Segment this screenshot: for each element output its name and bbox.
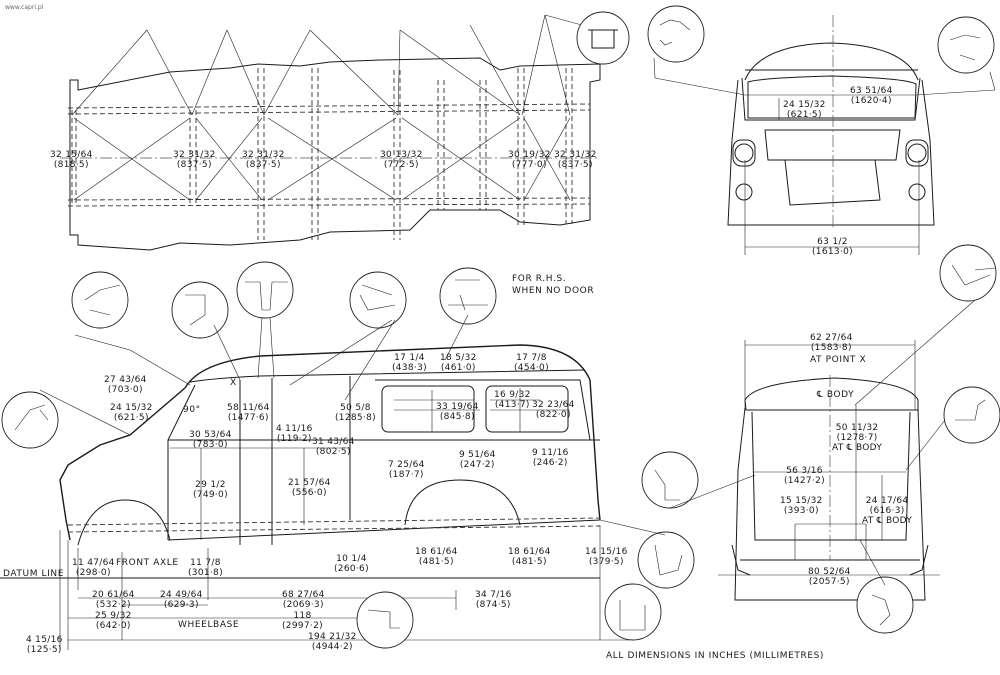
front-width-top: 63 51/64(1620·4) — [850, 86, 893, 106]
side-win2-sub-w: 16 9/32(413·7) — [494, 390, 531, 410]
side-win2-span: 32 23/64(822·0) — [532, 400, 575, 420]
side-view — [0, 261, 695, 650]
side-win1-sub: 9 51/64(247·2) — [459, 450, 496, 470]
side-lower-panel: 21 57/64(556·0) — [288, 478, 331, 498]
side-front-overhang: 25 9/32(642·0) — [95, 611, 132, 631]
rear-overall-width: 80 52/64(2057·5) — [808, 567, 851, 587]
side-win1-width: 17 1/4(438·3) — [392, 353, 427, 373]
rhs-note-line2: WHEN NO DOOR — [512, 286, 595, 296]
cl-body-label: ℄ BODY — [817, 390, 855, 400]
front-axle-label: FRONT AXLE — [116, 558, 179, 568]
plan-dim-4: 30 13/32(772·5) — [380, 150, 423, 170]
side-mid-h: 10 1/4(260·6) — [334, 554, 369, 574]
datum-line-label: DATUM LINE — [3, 569, 65, 579]
side-d3: 68 27/64(2069·3) — [282, 590, 325, 610]
rear-view — [641, 244, 1000, 634]
footer-note: ALL DIMENSIONS IN INCHES (MILLIMETRES) — [606, 651, 825, 661]
rear-sill-span: 15 15/32(393·0) — [780, 496, 823, 516]
plan-view — [60, 11, 630, 251]
side-door-width: 30 53/64(783·0) — [189, 430, 232, 450]
side-offset: 7 25/64(187·7) — [388, 460, 425, 480]
side-rear-h: 14 15/16(379·5) — [585, 547, 628, 567]
rear-opening-height: 50 11/32(1278·7)AT ℄ BODY — [832, 423, 883, 453]
side-sill-h: 11 7/8(301·8) — [188, 558, 223, 578]
front-headlamp-span: 63 1/2(1613·0) — [812, 237, 853, 257]
side-panel-width: 31 43/64(802·5) — [312, 437, 355, 457]
side-screen-diag: 24 15/32(621·5) — [110, 403, 153, 423]
side-win2-sub: 9 11/16(246·2) — [532, 448, 569, 468]
side-pillar: 4 11/16(119·2) — [276, 424, 313, 444]
side-d4: 34 7/16(874·5) — [475, 590, 512, 610]
front-windscreen-height: 24 15/32(621·5) — [783, 100, 826, 120]
side-arch2-h: 18 61/64(481·5) — [508, 547, 551, 567]
rear-opening-width: 56 3/16(1427·2) — [784, 466, 825, 486]
rear-roof-width: 62 27/64(1583·8) — [810, 333, 853, 353]
side-arch1-h: 18 61/64(481·5) — [415, 547, 458, 567]
plan-dim-1: 32 15/64(818·5) — [50, 150, 93, 170]
side-bumper: 4 15/16(125·5) — [26, 635, 63, 655]
side-win1-height: 18 5/32(461·0) — [440, 353, 477, 373]
point-x-label: X — [230, 378, 237, 388]
side-panel-height: 50 5/8(1285·8) — [335, 403, 376, 423]
plan-dim-2: 32 31/32(837·5) — [173, 150, 216, 170]
side-d1: 20 61/64(532·2) — [92, 590, 135, 610]
angle-90-label: 90° — [183, 405, 201, 415]
side-wheelbase: 118(2997·2) — [282, 611, 323, 631]
at-point-x-label: AT POINT X — [810, 355, 867, 365]
side-front-h: 11 47/64(298·0) — [72, 558, 115, 578]
side-door-height: 29 1/2(749·0) — [193, 480, 228, 500]
side-win2-width: 17 7/8(454·0) — [514, 353, 549, 373]
front-view — [647, 5, 996, 255]
side-hood-diag: 27 43/64(703·0) — [104, 375, 147, 395]
side-d2: 24 49/64(629·3) — [160, 590, 203, 610]
rear-sill-height: 24 17/64(616·3)AT ℄ BODY — [862, 496, 913, 526]
plan-dim-6: 32 31/32(837·5) — [554, 150, 597, 170]
wheelbase-label: WHEELBASE — [178, 620, 240, 630]
side-height-x: 58 11/64(1477·6) — [227, 403, 270, 423]
plan-dim-3: 32 31/32(837·5) — [242, 150, 285, 170]
side-win1-span: 33 19/64(845·8) — [436, 402, 479, 422]
rhs-note-line1: FOR R.H.S. — [512, 274, 567, 284]
side-overall-length: 194 21/32(4944·2) — [308, 632, 357, 652]
detail-circle-plan — [576, 11, 630, 65]
plan-dim-5: 30 19/32(777·0) — [508, 150, 551, 170]
watermark: www.capri.pl — [5, 4, 44, 11]
